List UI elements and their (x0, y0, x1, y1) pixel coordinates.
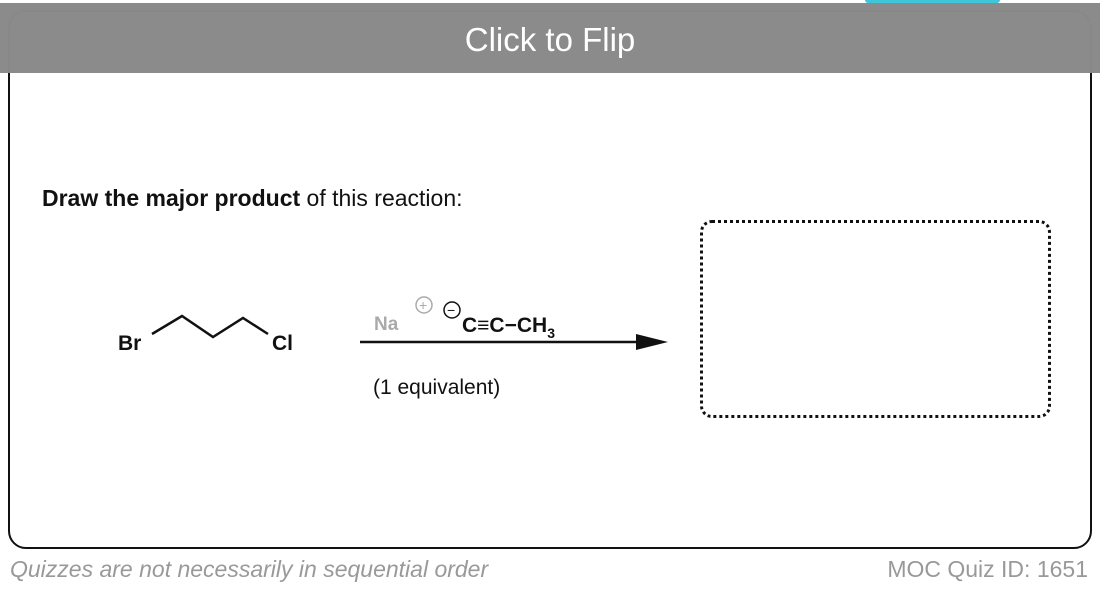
positive-charge-icon (415, 296, 433, 314)
flashcard[interactable] (8, 10, 1092, 549)
click-to-flip-bar[interactable]: Click to Flip (0, 3, 1100, 73)
arrowhead-icon (636, 334, 668, 350)
question-bold: Draw the major product (42, 185, 301, 211)
flip-label: Click to Flip (464, 21, 636, 58)
equivalent-condition: (1 equivalent) (373, 376, 500, 399)
negative-charge-icon (443, 301, 461, 319)
quiz-id: MOC Quiz ID: 1651 (887, 556, 1088, 582)
bromine-label: Br (118, 332, 141, 355)
propane-chain (151, 314, 269, 339)
sodium-label: Na (374, 314, 399, 335)
top-tab[interactable] (865, 0, 1000, 3)
negative-charge: − (447, 302, 455, 318)
positive-charge: + (419, 297, 427, 313)
footer-note: Quizzes are not necessarily in sequentia… (10, 556, 489, 582)
product-answer-box[interactable] (700, 220, 1051, 418)
question-text: Draw the major product of this reaction: (42, 185, 463, 212)
chlorine-label: Cl (272, 332, 293, 355)
propynide-formula: C≡C−CH3 (462, 314, 555, 341)
question-rest: of this reaction: (300, 185, 463, 211)
